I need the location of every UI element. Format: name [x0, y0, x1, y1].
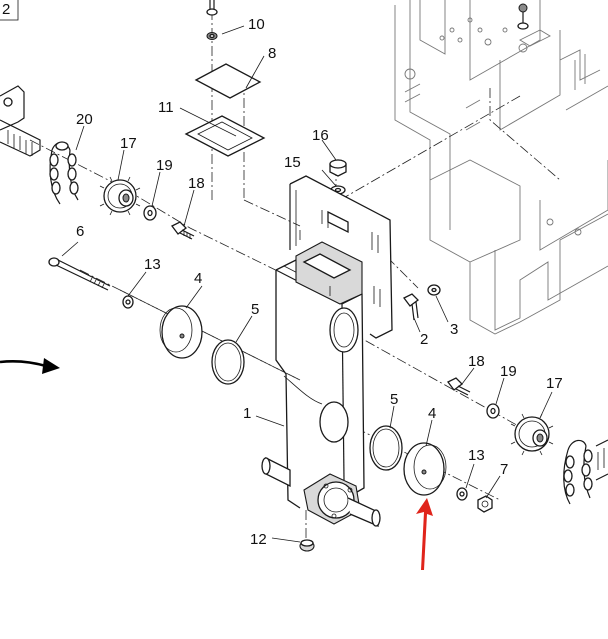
callout-4: 4 [194, 270, 202, 287]
part-4-cover-disc-right [403, 442, 447, 496]
part-12-plug [299, 539, 315, 552]
callout-10: 10 [248, 16, 265, 33]
part-6-long-bolt [48, 257, 111, 291]
part-13-washer-left [122, 295, 134, 309]
leader-lines [61, 25, 553, 543]
callout-18-right: 18 [468, 353, 485, 370]
part-19-washer-right [486, 403, 500, 419]
part-18-bolt-left [171, 221, 195, 240]
callout-5: 5 [251, 301, 259, 318]
callout-12: 12 [250, 531, 267, 548]
part-17-sprocket-right [510, 413, 554, 456]
callout-7: 7 [500, 461, 508, 478]
callout-2: 2 [420, 331, 428, 348]
callout-4-right: 4 [428, 405, 436, 422]
callout-18: 18 [188, 175, 205, 192]
callout-17-right: 17 [546, 375, 563, 392]
part-13-washer-right [456, 487, 468, 501]
callout-1: 1 [243, 405, 251, 422]
part-3-washer [427, 284, 441, 296]
callout-19-right: 19 [500, 363, 517, 380]
callout-16: 16 [312, 127, 329, 144]
machine-frame-background [394, 0, 608, 335]
callout-17: 17 [120, 135, 137, 152]
part-1-housing [261, 241, 381, 527]
callout-labels: 10 8 11 20 17 19 18 16 15 6 13 4 5 2 3 1… [76, 16, 563, 548]
part-5-o-ring-right [369, 425, 403, 471]
page-reference-label: 2 [2, 1, 10, 18]
callout-3: 3 [450, 321, 458, 338]
highlight-arrow [416, 498, 433, 570]
callout-6: 6 [76, 223, 84, 240]
part-16-bolt-top [329, 159, 347, 177]
chain-links [49, 141, 79, 195]
page-reference-box: 2 [0, 0, 19, 21]
part-7-nut [477, 495, 493, 513]
callout-19: 19 [156, 157, 173, 174]
callout-13: 13 [144, 256, 161, 273]
part-10-screw [206, 0, 218, 40]
part-20-chain-left [0, 85, 79, 205]
part-19-washer-left [143, 205, 157, 221]
direction-arrow-left [0, 358, 60, 374]
callout-20: 20 [76, 111, 93, 128]
callout-8: 8 [268, 45, 276, 62]
part-8-cover-plate [194, 63, 262, 99]
callout-11: 11 [158, 99, 174, 116]
callout-5-right: 5 [390, 391, 398, 408]
part-11-gasket [184, 115, 266, 157]
part-20-chain-right [563, 439, 608, 505]
part-2-bolt [403, 293, 419, 321]
callout-13-right: 13 [468, 447, 485, 464]
part-5-o-ring-left [211, 339, 245, 385]
callout-15: 15 [284, 154, 301, 171]
part-18-bolt-right [447, 377, 471, 396]
part-17-sprocket-left [99, 176, 141, 216]
part-4-cover-disc-left [159, 305, 203, 359]
